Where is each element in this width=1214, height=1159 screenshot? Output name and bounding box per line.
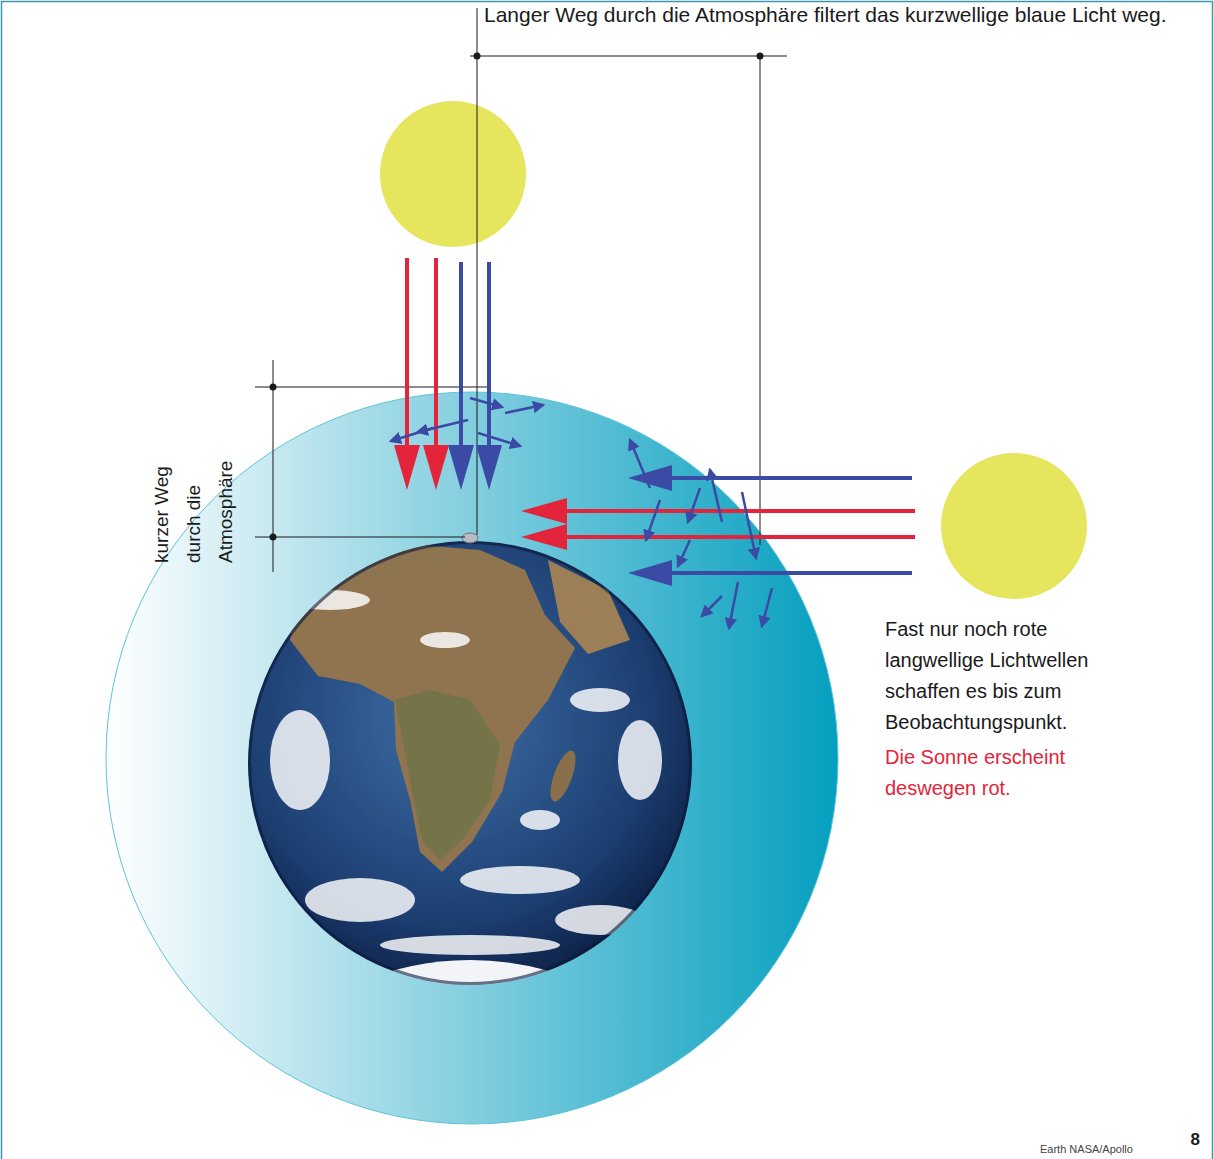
light-rays-short — [394, 258, 502, 490]
observer-point — [462, 533, 478, 543]
atmosphere — [106, 392, 838, 1124]
conclusion-text: Die Sonne erscheint deswegen rot. — [885, 742, 1140, 804]
page-number: 8 — [1191, 1130, 1200, 1150]
earth — [248, 541, 692, 990]
image-credit: Earth NASA/Apollo — [1040, 1143, 1133, 1156]
dimension-note: Langer Weg durch die Atmosphäre filtert … — [484, 2, 1204, 27]
explanation-text: Fast nur noch rote langwellige Lichtwell… — [885, 614, 1140, 738]
light-rays-long — [521, 465, 915, 586]
sun-high — [380, 101, 526, 247]
dimension-label: kurzer Weg durch die Atmosphäre — [146, 443, 242, 563]
sun-low — [941, 453, 1087, 599]
scattered-blue-light — [391, 398, 772, 628]
dimension-dots — [270, 53, 764, 541]
dimension-lines — [255, 8, 787, 572]
